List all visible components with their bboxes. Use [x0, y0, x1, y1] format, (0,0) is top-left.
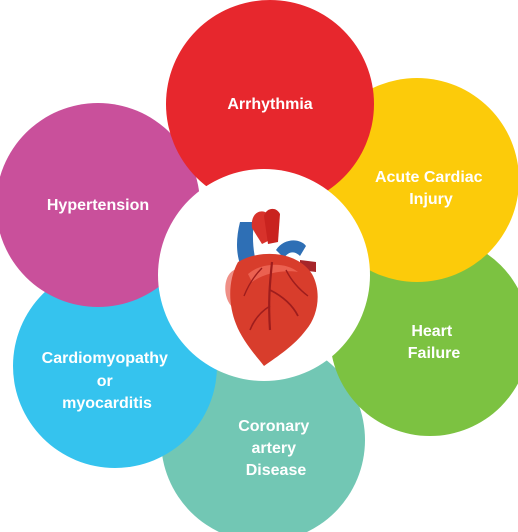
label-hypertension: Hypertension	[47, 197, 149, 214]
label-arrhythmia: Arrhythmia	[227, 96, 312, 113]
